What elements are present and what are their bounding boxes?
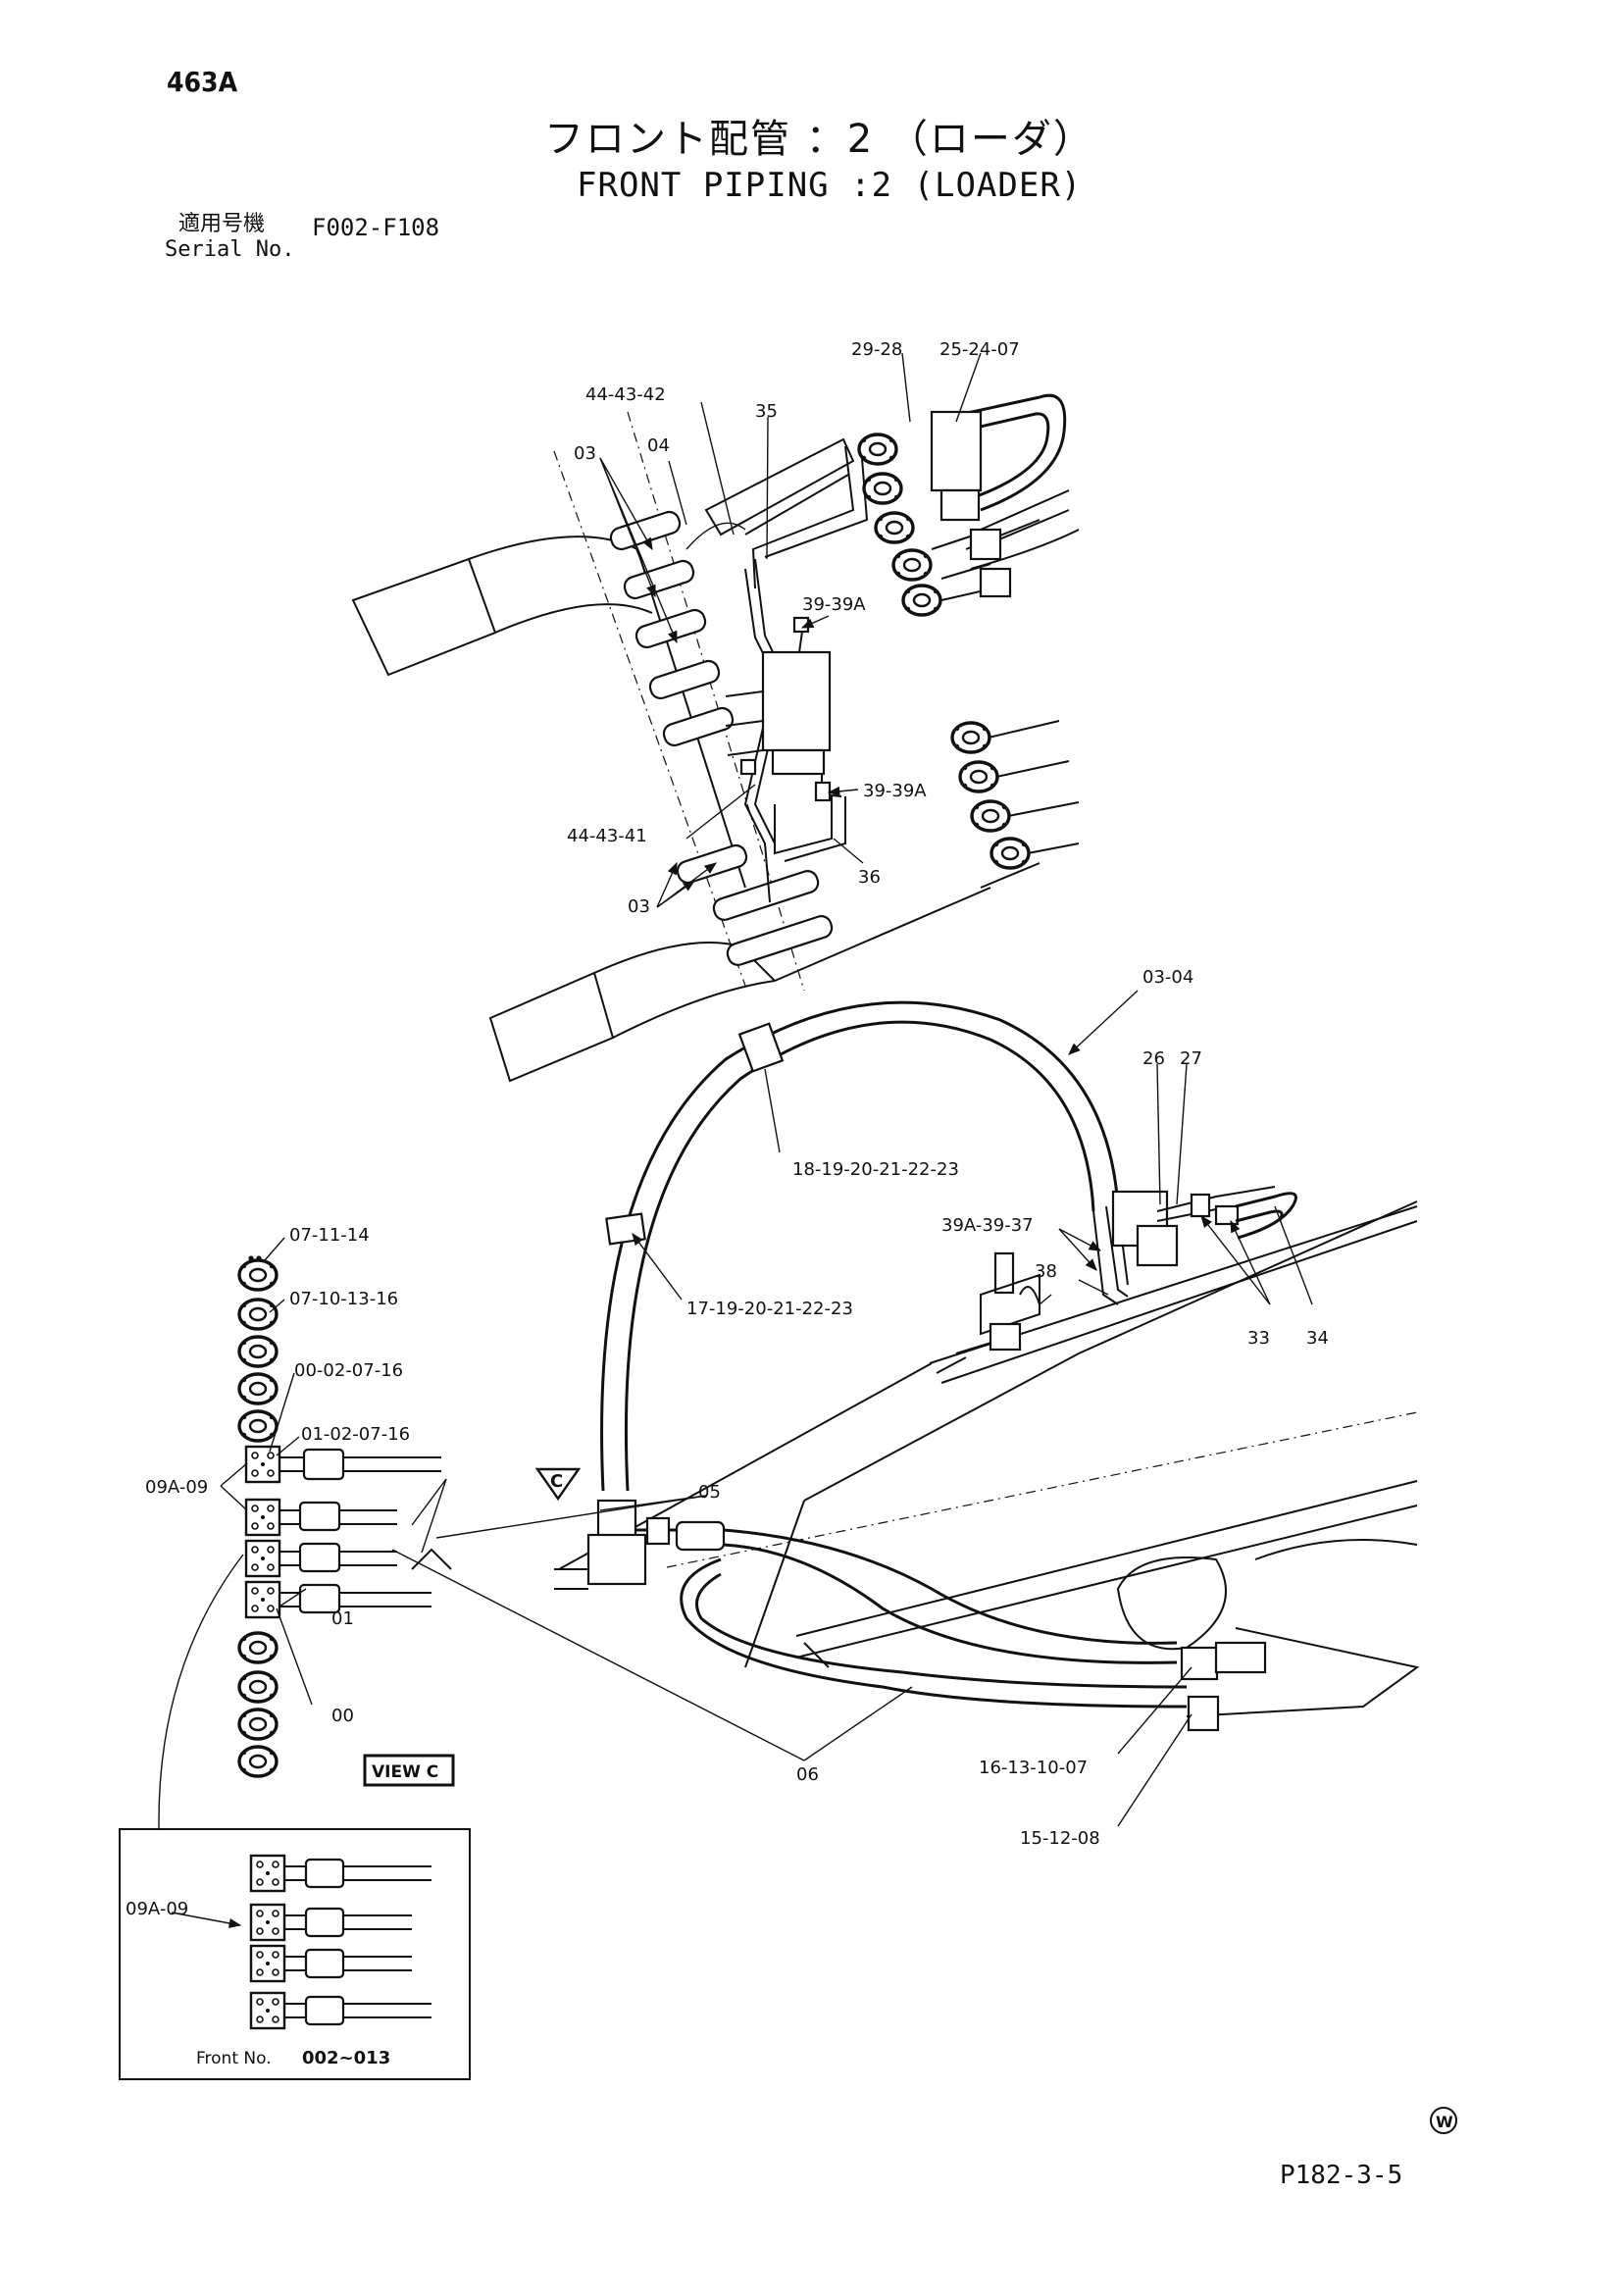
serial-range: F002-F108 (312, 214, 440, 241)
callout-labels: 29-28 25-24-07 44-43-42 35 03 04 39-39A … (126, 339, 1453, 2131)
inset-caption-label: Front No. (196, 2049, 272, 2068)
callout-38: 38 (1035, 1261, 1057, 1282)
view-c-marker-letter: C (550, 1471, 563, 1492)
lower-detail-drawing (554, 1000, 1420, 1732)
leader-lines (158, 352, 1313, 1928)
callout-18-19-20-21-22-23: 18-19-20-21-22-23 (792, 1159, 959, 1180)
callout-03-04: 03-04 (1142, 967, 1193, 988)
callout-01: 01 (331, 1608, 354, 1629)
callout-44-43-42: 44-43-42 (585, 384, 666, 405)
callout-17-19-20-21-22-23: 17-19-20-21-22-23 (686, 1299, 853, 1319)
inset-caption-value: 002~013 (302, 2048, 390, 2068)
callout-39-39a-upper: 39-39A (802, 594, 866, 615)
page-number: 463A (167, 66, 238, 98)
page-title-english: FRONT PIPING :2 (LOADER) (577, 166, 1083, 205)
w-mark-circle (1430, 2107, 1457, 2134)
callout-16-13-10-07: 16-13-10-07 (979, 1758, 1088, 1778)
view-c-marker: C (534, 1467, 582, 1502)
callout-04: 04 (647, 435, 670, 456)
callout-36: 36 (858, 867, 881, 888)
callout-00-02-07-16: 00-02-07-16 (294, 1360, 403, 1381)
w-mark-letter: W (1436, 2113, 1453, 2131)
callout-15-12-08: 15-12-08 (1020, 1828, 1100, 1849)
callout-34: 34 (1306, 1328, 1329, 1349)
callout-33: 33 (1247, 1328, 1270, 1349)
callout-07-11-14: 07-11-14 (289, 1225, 370, 1246)
page-code: P182-3-5 (1280, 2161, 1403, 2190)
callout-00: 00 (331, 1706, 354, 1726)
serial-label-japanese: 適用号機 (178, 212, 266, 236)
callout-07-10-13-16: 07-10-13-16 (289, 1289, 398, 1309)
callout-05: 05 (698, 1482, 721, 1503)
page-title-japanese: フロント配管 ：2 （ローダ） (544, 117, 1094, 162)
callout-01-02-07-16: 01-02-07-16 (301, 1424, 410, 1445)
callout-09a-09-view-c: 09A-09 (145, 1477, 208, 1498)
callout-39a-39-37: 39A-39-37 (941, 1215, 1034, 1236)
callout-35: 35 (755, 401, 778, 422)
view-c-label: VIEW C (372, 1762, 438, 1782)
view-c-fittings (237, 1255, 452, 1778)
inset-front-no (119, 1828, 471, 2080)
callout-26: 26 (1142, 1048, 1165, 1069)
callout-03-lower: 03 (628, 896, 650, 917)
upper-detail-drawing (351, 393, 1080, 1083)
callout-39-39a-lower: 39-39A (863, 781, 927, 801)
view-c-box (363, 1754, 455, 1787)
callout-09a-09-inset: 09A-09 (126, 1899, 188, 1919)
serial-label-english: Serial No. (165, 237, 295, 262)
callout-25-24-07: 25-24-07 (939, 339, 1020, 360)
callout-06: 06 (796, 1764, 819, 1785)
callout-29-28: 29-28 (851, 339, 902, 360)
callout-03-upper: 03 (574, 443, 596, 464)
callout-27: 27 (1180, 1048, 1202, 1069)
callout-44-43-41: 44-43-41 (567, 826, 647, 846)
